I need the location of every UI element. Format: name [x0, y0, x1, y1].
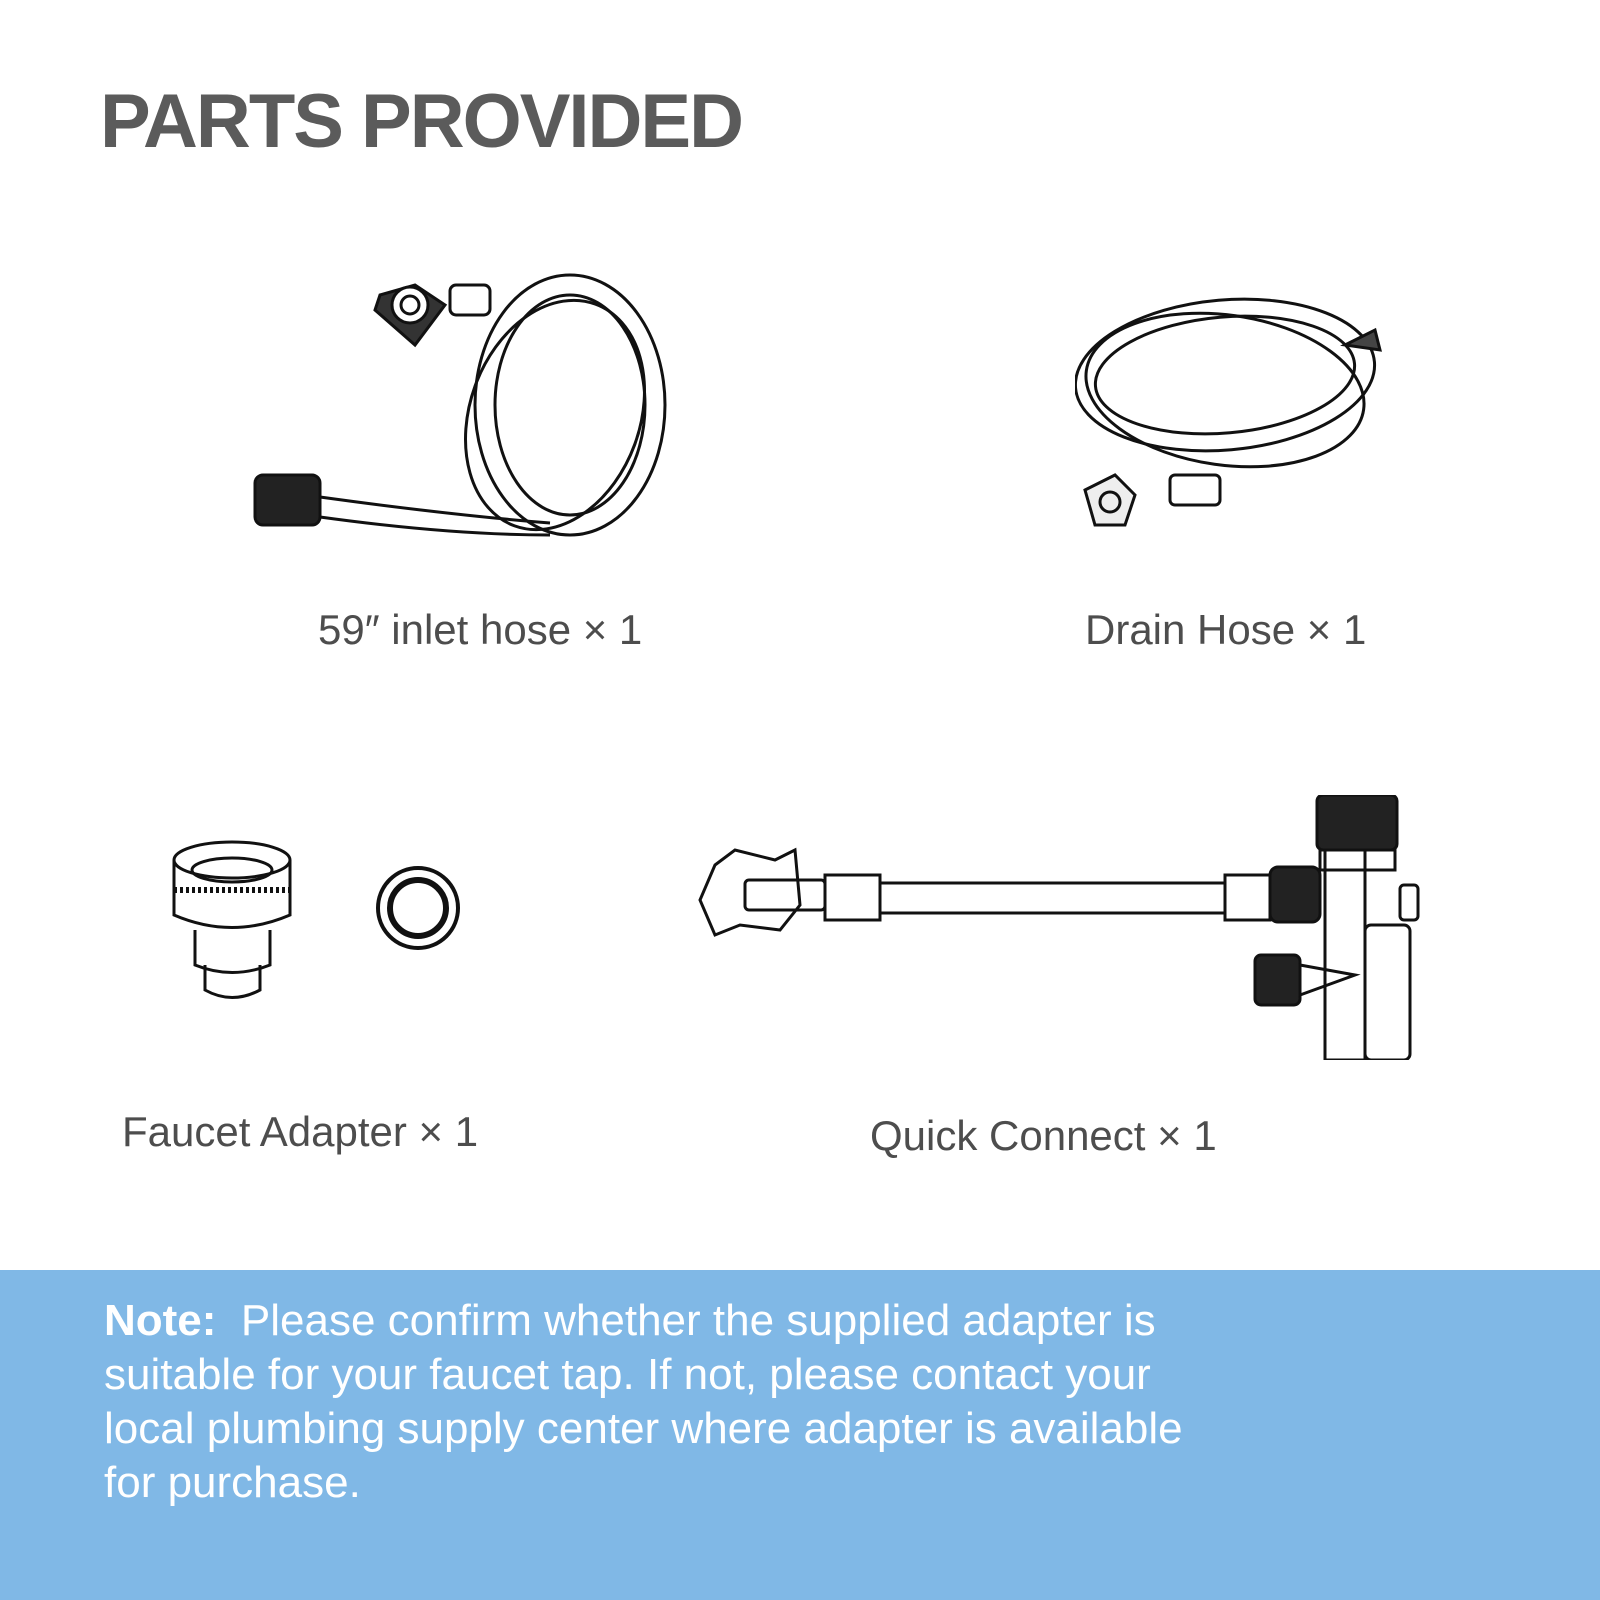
quick-connect-icon [695, 793, 1440, 1062]
part-label-quick-connect: Quick Connect × 1 [870, 1112, 1217, 1159]
note-banner: Note: Please confirm whether the supplie… [0, 1270, 1600, 1600]
note-line: suitable for your faucet tap. If not, pl… [104, 1350, 1151, 1399]
note-line: Please confirm whether the supplied adap… [240, 1296, 1156, 1345]
page-title: PARTS PROVIDED [100, 79, 744, 164]
part-label-faucet-adapter: Faucet Adapter × 1 [122, 1108, 479, 1155]
drain-hose-icon [1073, 290, 1405, 550]
faucet-adapter-icon [170, 840, 470, 1015]
note-line: local plumbing supply center where adapt… [104, 1404, 1183, 1453]
part-label-drain-hose: Drain Hose × 1 [1085, 606, 1367, 653]
note-line: for purchase. [104, 1458, 361, 1507]
part-label-inlet-hose: 59″ inlet hose × 1 [318, 606, 643, 653]
note-text: Note: Please confirm whether the supplie… [104, 1294, 1524, 1510]
note-prefix: Note: [104, 1296, 217, 1345]
inlet-hose-icon [250, 265, 690, 555]
